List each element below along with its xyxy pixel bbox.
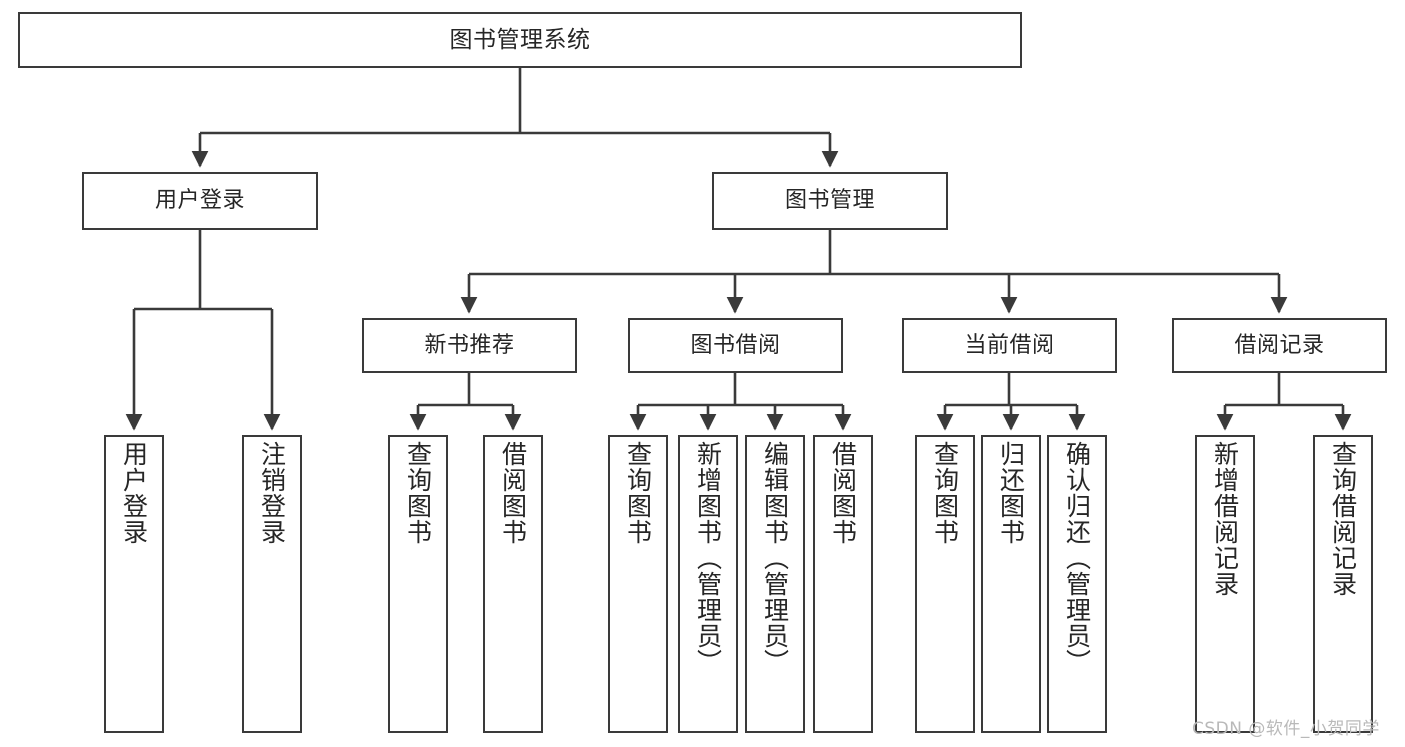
- node-book-borrow[interactable]: 图书借阅: [628, 318, 843, 373]
- node-current-borrow[interactable]: 当前借阅: [902, 318, 1117, 373]
- node-leaf-query-book-rec-label: 查询图书: [403, 441, 433, 545]
- node-leaf-edit-book[interactable]: 编辑图书（管理员）: [745, 435, 805, 733]
- node-leaf-query-record-label: 查询借阅记录: [1328, 441, 1358, 597]
- node-leaf-user-logout-label: 注销登录: [257, 441, 287, 545]
- node-new-book-recommend-label: 新书推荐: [424, 332, 515, 358]
- node-user-login[interactable]: 用户登录: [82, 172, 318, 230]
- node-leaf-query-book-cb[interactable]: 查询图书: [915, 435, 975, 733]
- node-leaf-borrow-book-rec[interactable]: 借阅图书: [483, 435, 543, 733]
- node-leaf-user-login[interactable]: 用户登录: [104, 435, 164, 733]
- node-leaf-return-book-label: 归还图书: [996, 441, 1026, 545]
- node-leaf-user-login-label: 用户登录: [119, 441, 149, 545]
- node-leaf-query-record[interactable]: 查询借阅记录: [1313, 435, 1373, 733]
- node-leaf-add-book[interactable]: 新增图书（管理员）: [678, 435, 738, 733]
- node-book-manage[interactable]: 图书管理: [712, 172, 948, 230]
- node-leaf-add-record-label: 新增借阅记录: [1210, 441, 1240, 597]
- node-leaf-add-record[interactable]: 新增借阅记录: [1195, 435, 1255, 733]
- node-leaf-add-book-label: 新增图书（管理员）: [693, 441, 723, 675]
- node-book-borrow-label: 图书借阅: [690, 332, 781, 358]
- node-leaf-borrow-book-bb[interactable]: 借阅图书: [813, 435, 873, 733]
- node-leaf-confirm-return[interactable]: 确认归还（管理员）: [1047, 435, 1107, 733]
- node-root[interactable]: 图书管理系统: [18, 12, 1022, 68]
- node-book-manage-label: 图书管理: [784, 188, 875, 214]
- node-borrow-record-label: 借阅记录: [1234, 332, 1325, 358]
- node-leaf-borrow-book-bb-label: 借阅图书: [828, 441, 858, 545]
- node-new-book-recommend[interactable]: 新书推荐: [362, 318, 577, 373]
- node-leaf-user-logout[interactable]: 注销登录: [242, 435, 302, 733]
- node-root-label: 图书管理系统: [449, 26, 591, 53]
- node-leaf-return-book[interactable]: 归还图书: [981, 435, 1041, 733]
- node-leaf-edit-book-label: 编辑图书（管理员）: [760, 441, 790, 675]
- node-leaf-confirm-return-label: 确认归还（管理员）: [1062, 441, 1092, 675]
- node-leaf-query-book-bb-label: 查询图书: [623, 441, 653, 545]
- node-user-login-label: 用户登录: [154, 188, 245, 214]
- node-leaf-borrow-book-rec-label: 借阅图书: [498, 441, 528, 545]
- node-leaf-query-book-cb-label: 查询图书: [930, 441, 960, 545]
- csdn-watermark: CSDN @软件_小贺同学: [1192, 719, 1380, 739]
- node-leaf-query-book-bb[interactable]: 查询图书: [608, 435, 668, 733]
- node-leaf-query-book-rec[interactable]: 查询图书: [388, 435, 448, 733]
- node-borrow-record[interactable]: 借阅记录: [1172, 318, 1387, 373]
- node-current-borrow-label: 当前借阅: [964, 332, 1055, 358]
